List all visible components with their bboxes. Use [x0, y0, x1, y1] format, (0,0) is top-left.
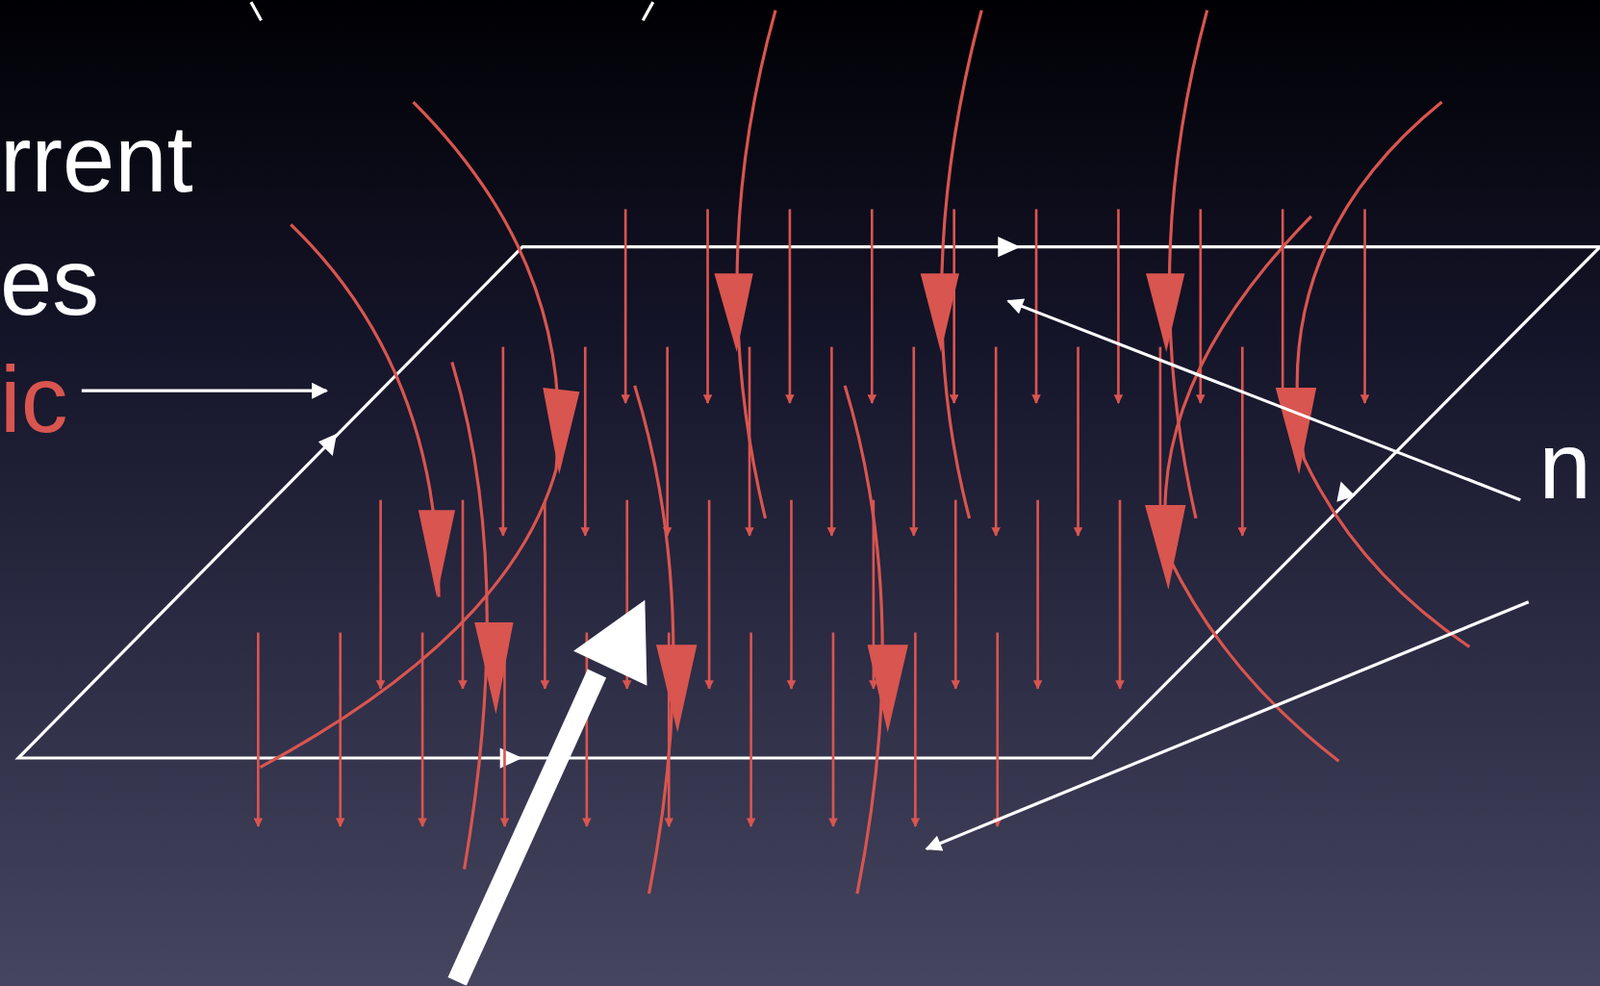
field-arrow: [1281, 208, 1285, 404]
field-arrow: [788, 208, 792, 404]
curved-field-lines: [259, 10, 1470, 894]
field-arrow: [914, 633, 917, 828]
field-arrow: [256, 633, 260, 828]
field-arrow: [912, 347, 915, 536]
cropped-marks: [251, 1, 654, 21]
field-arrow: [995, 633, 999, 828]
field-arrow: [585, 633, 589, 828]
field-arrow: [379, 500, 382, 689]
field-arrow: [461, 500, 465, 689]
field-arrow: [789, 500, 793, 689]
field-arrow: [830, 347, 834, 536]
big-pointer-arrow: [457, 600, 647, 983]
field-arrow: [1117, 208, 1120, 404]
pointer-arrows: [81, 301, 1529, 850]
slide-text: rrent: [0, 112, 194, 207]
field-arrowheads: [418, 273, 1317, 733]
slide-text: n: [1538, 418, 1591, 513]
field-arrow: [543, 500, 547, 689]
field-arrow: [749, 633, 753, 828]
field-arrow: [994, 347, 998, 536]
field-arrow: [832, 633, 836, 828]
field-arrow: [1363, 208, 1367, 404]
field-lines: [257, 208, 1365, 827]
slide-text: ic: [0, 352, 68, 447]
field-arrow: [870, 208, 874, 404]
field-arrow: [954, 500, 958, 689]
slide-text: es: [0, 234, 100, 330]
field-arrow: [624, 208, 628, 404]
field-arrow: [1118, 500, 1122, 689]
field-arrow: [584, 347, 587, 536]
sheet-outline: [18, 247, 1600, 759]
field-arrow: [1035, 208, 1039, 404]
field-arrow: [338, 633, 342, 828]
field-arrow: [708, 500, 712, 689]
field-arrow: [1076, 347, 1080, 536]
field-arrow: [952, 208, 956, 404]
field-arrow: [665, 347, 669, 536]
field-arrow: [1036, 500, 1040, 689]
field-arrow: [1241, 347, 1245, 536]
field-arrow: [502, 347, 506, 536]
field-arrow: [706, 208, 710, 404]
